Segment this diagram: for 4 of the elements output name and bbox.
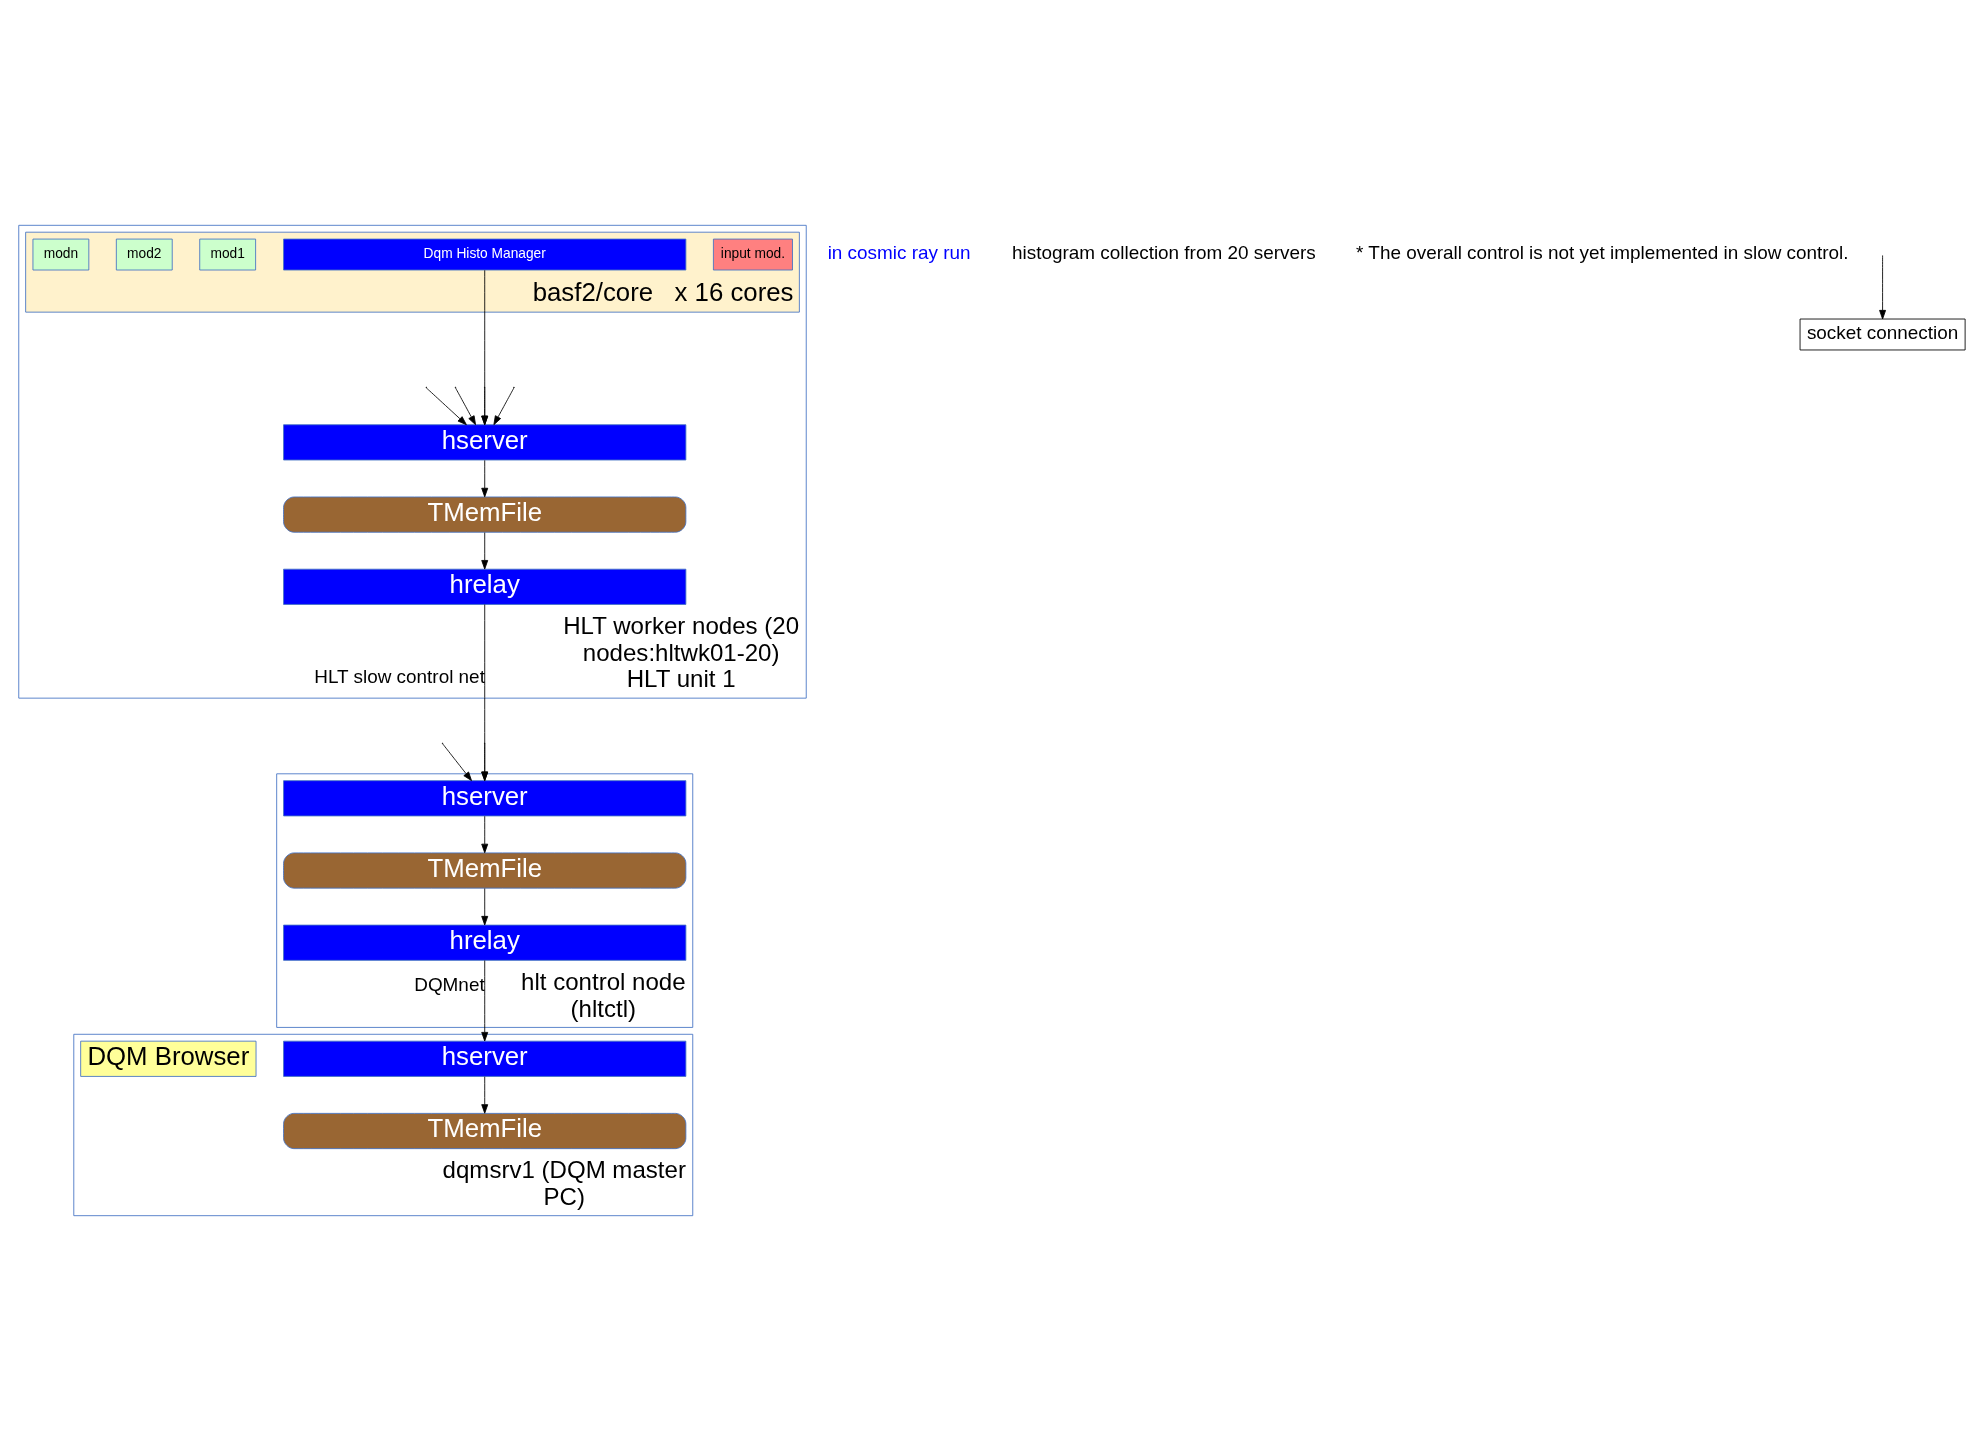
label: * The overall control is not yet implemented in slow control.: [1356, 242, 1849, 264]
legend-label: socket connection: [1806, 322, 1959, 344]
label: histogram collection from 20 servers: [1012, 242, 1316, 264]
label: in cosmic ray run: [827, 242, 971, 264]
